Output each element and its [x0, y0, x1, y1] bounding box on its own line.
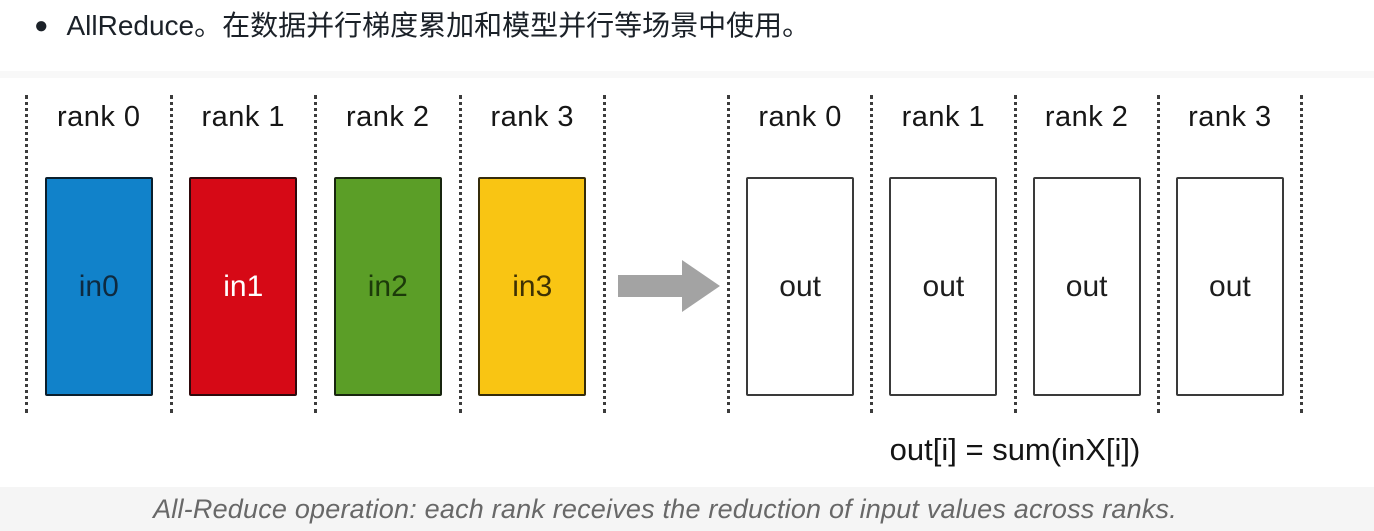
bullet-text: AllReduce。在数据并行梯度累加和模型并行等场景中使用。: [66, 10, 811, 41]
rank-column-in2: rank 2 in2: [314, 95, 459, 413]
figure-top-edge: [0, 71, 1374, 78]
bullet-marker: ●: [34, 12, 49, 39]
input-box-in0: in0: [44, 177, 153, 396]
rank-column-out3: rank 3 out: [1156, 95, 1300, 413]
allreduce-figure: rank 0 in0 rank 1 in1 rank 2 in2 rank 3 …: [0, 71, 1374, 487]
caption-strip: All-Reduce operation: each rank receives…: [0, 487, 1374, 531]
rank-column-in0: rank 0 in0: [25, 95, 170, 413]
rank-column-out0: rank 0 out: [727, 95, 870, 413]
rank-label: rank 1: [901, 101, 986, 133]
rank-label: rank 0: [758, 101, 842, 133]
rank-label: rank 2: [345, 101, 430, 133]
output-box-2: out: [1032, 177, 1141, 396]
rank-label: rank 0: [56, 101, 141, 133]
formula-text: out[i] = sum(inX[i]): [889, 432, 1141, 467]
input-box-in1: in1: [189, 177, 298, 396]
rank-label: rank 3: [490, 101, 575, 133]
rank-label: rank 1: [201, 101, 286, 133]
rank-column-in1: rank 1 in1: [169, 95, 315, 413]
input-box-in2: in2: [333, 177, 442, 396]
rank-column-out1: rank 1 out: [870, 95, 1013, 413]
output-box-0: out: [746, 177, 855, 396]
rank-column-out2: rank 2 out: [1013, 95, 1157, 413]
right-arrow-icon: [618, 257, 722, 315]
output-box-3: out: [1175, 177, 1284, 396]
rank-label: rank 3: [1188, 101, 1272, 133]
output-rank-group: rank 0 out rank 1 out rank 2 out rank 3 …: [727, 95, 1303, 413]
rank-column-in3: rank 3 in3: [458, 95, 604, 413]
input-box-in3: in3: [478, 177, 587, 396]
output-box-1: out: [889, 177, 998, 396]
input-rank-group: rank 0 in0 rank 1 in1 rank 2 in2 rank 3 …: [25, 95, 606, 413]
bullet-item: ● AllReduce。在数据并行梯度累加和模型并行等场景中使用。: [34, 8, 810, 44]
figure-caption: All-Reduce operation: each rank receives…: [153, 493, 1177, 524]
rank-label: rank 2: [1044, 101, 1129, 133]
